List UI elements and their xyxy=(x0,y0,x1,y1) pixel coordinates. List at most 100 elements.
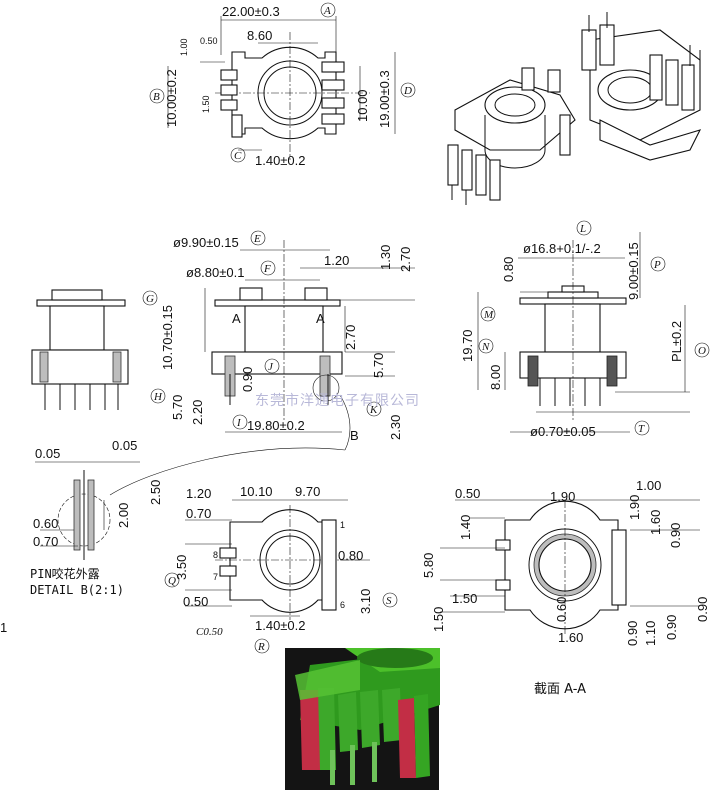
dim-front-height: 10.70±0.15 xyxy=(160,305,175,370)
side-view: ø16.8+0.1/-.2 0.80 9.00±0.15 19.70 8.00 … xyxy=(460,220,710,439)
dim-front-2-30: 2.30 xyxy=(388,415,403,440)
section-view: 0.50 1.90 1.00 1.90 1.60 1.40 0.90 5.80 … xyxy=(421,478,710,697)
bubble-f: F xyxy=(263,263,271,275)
dim-section-1-40: 1.40 xyxy=(458,515,473,540)
dim-front-2-20: 2.20 xyxy=(190,400,205,425)
dim-detail-0-05-left: 0.05 xyxy=(35,446,60,461)
dim-side-pin-dia: ø0.70±0.05 xyxy=(530,424,596,439)
dim-front-id: ø8.80±0.1 xyxy=(186,265,244,280)
dim-section-1-50-b: 1.50 xyxy=(431,607,446,632)
dim-side-0-80: 0.80 xyxy=(501,257,516,282)
dim-side-9-00: 9.00±0.15 xyxy=(626,242,641,300)
pin-number-8: 8 xyxy=(213,550,218,560)
dim-pin-pitch: 1.50 xyxy=(201,95,211,113)
dim-side-19-70: 19.70 xyxy=(460,329,475,362)
bubble-e: E xyxy=(253,233,261,245)
pin-number-1: 1 xyxy=(340,520,345,530)
dim-core-width: 8.60 xyxy=(247,28,272,43)
detail-b-caption-1: PIN咬花外露 xyxy=(30,566,100,581)
dim-bottom-2-50: 2.50 xyxy=(148,480,163,505)
dim-slot-width: 1.40±0.2 xyxy=(255,153,306,168)
render-3d xyxy=(285,648,440,790)
watermark: 东莞市洋通电子有限公司 xyxy=(255,392,420,409)
dim-bottom-0-70: 0.70 xyxy=(186,506,211,521)
dim-detail-2-00: 2.00 xyxy=(116,503,131,528)
bubble-c: C xyxy=(234,150,242,162)
dim-section-1-10: 1.10 xyxy=(643,621,658,646)
dim-front-2-70-top: 2.70 xyxy=(398,247,413,272)
front-view: ø9.90±0.15 ø8.80±0.1 1.20 1.30 2.70 10.7… xyxy=(142,230,415,451)
profile-view-left xyxy=(31,289,129,410)
top-view: 22.00±0.3 8.60 1.00 0.50 1.50 10.00±0.2 … xyxy=(149,2,416,168)
bottom-view: 2.50 1.20 10.10 9.70 0.70 3.50 0.80 0.50… xyxy=(148,480,398,654)
bubble-b: B xyxy=(153,91,160,103)
bubble-k: K xyxy=(369,404,378,416)
bubble-d: D xyxy=(403,85,412,97)
bubble-t: T xyxy=(638,423,645,435)
dim-section-0-90-b: 0.90 xyxy=(664,615,679,640)
dim-pin-gap: 1.00 xyxy=(179,38,189,56)
dim-bottom-10-10: 10.10 xyxy=(240,484,273,499)
bubble-h: H xyxy=(153,391,163,403)
bubble-a: A xyxy=(323,5,331,17)
section-mark-right: A xyxy=(316,311,325,326)
dim-section-0-50: 0.50 xyxy=(455,486,480,501)
dim-section-0-90-c: 0.90 xyxy=(695,597,710,622)
bubble-o: O xyxy=(698,345,706,357)
dim-front-5-70-left: 5.70 xyxy=(170,395,185,420)
detail-b: 0.05 0.05 0.60 0.70 2.00 B PIN咬花外露 DETAI… xyxy=(30,428,359,597)
dim-inner-height: 10.00 xyxy=(355,89,370,122)
dim-bottom-3-50: 3.50 xyxy=(174,555,189,580)
dim-front-od: ø9.90±0.15 xyxy=(173,235,239,250)
bubble-j: J xyxy=(268,361,274,373)
dim-side-diameter: ø16.8+0.1/-.2 xyxy=(523,241,601,256)
dim-section-5-80: 5.80 xyxy=(421,553,436,578)
edge-mark: 1 xyxy=(0,620,7,635)
dim-side-8-00: 8.00 xyxy=(488,365,503,390)
dim-front-5-70-right: 5.70 xyxy=(371,353,386,378)
dim-side-pl: PL±0.2 xyxy=(669,321,684,362)
dim-section-1-60-right: 1.60 xyxy=(648,510,663,535)
dim-section-1-60-bottom: 1.60 xyxy=(558,630,583,645)
bubble-s: S xyxy=(386,595,392,607)
bubble-r: R xyxy=(257,641,265,653)
dim-bottom-9-70: 9.70 xyxy=(295,484,320,499)
detail-b-caption-2: DETAIL B(2:1) xyxy=(30,583,124,597)
dim-bottom-1-20: 1.20 xyxy=(186,486,211,501)
dim-pin-offset: 0.50 xyxy=(200,36,218,46)
isometric-view-front xyxy=(447,67,576,205)
isometric-view-back xyxy=(581,12,702,161)
dim-detail-0-05-right: 0.05 xyxy=(112,438,137,453)
dim-section-0-90-top: 0.90 xyxy=(668,523,683,548)
dim-section-1-50-a: 1.50 xyxy=(452,591,477,606)
pin-number-7: 7 xyxy=(213,572,218,582)
dim-section-1-90-right: 1.90 xyxy=(627,495,642,520)
dim-bottom-0-80: 0.80 xyxy=(338,548,363,563)
dim-section-0-60: 0.60 xyxy=(554,597,569,622)
section-caption: 截面 A-A xyxy=(534,682,586,697)
dim-front-1-30: 1.30 xyxy=(378,245,393,270)
bubble-g: G xyxy=(146,293,154,305)
bubble-q: Q xyxy=(168,575,176,587)
bubble-n: N xyxy=(481,341,490,353)
dim-detail-0-70: 0.70 xyxy=(33,534,58,549)
dim-row-height: 10.00±0.2 xyxy=(164,69,179,127)
dim-front-width: 19.80±0.2 xyxy=(247,418,305,433)
bubble-i: I xyxy=(236,417,242,429)
dim-section-1-90-top: 1.90 xyxy=(550,489,575,504)
bubble-p: P xyxy=(653,259,661,271)
detail-b-label: B xyxy=(350,428,359,443)
dim-detail-0-60: 0.60 xyxy=(33,516,58,531)
dim-bottom-chamfer: C0.50 xyxy=(196,626,223,638)
pin-number-6: 6 xyxy=(340,600,345,610)
dim-front-0-90: 0.90 xyxy=(240,367,255,392)
dim-overall-width: 22.00±0.3 xyxy=(222,4,280,19)
dim-front-1-20: 1.20 xyxy=(324,253,349,268)
dim-bottom-0-50: 0.50 xyxy=(183,594,208,609)
dim-section-0-90-a: 0.90 xyxy=(625,621,640,646)
dim-front-2-70: 2.70 xyxy=(343,325,358,350)
dim-bottom-1-40: 1.40±0.2 xyxy=(255,618,306,633)
dim-section-1-00: 1.00 xyxy=(636,478,661,493)
bubble-l: L xyxy=(579,223,586,235)
